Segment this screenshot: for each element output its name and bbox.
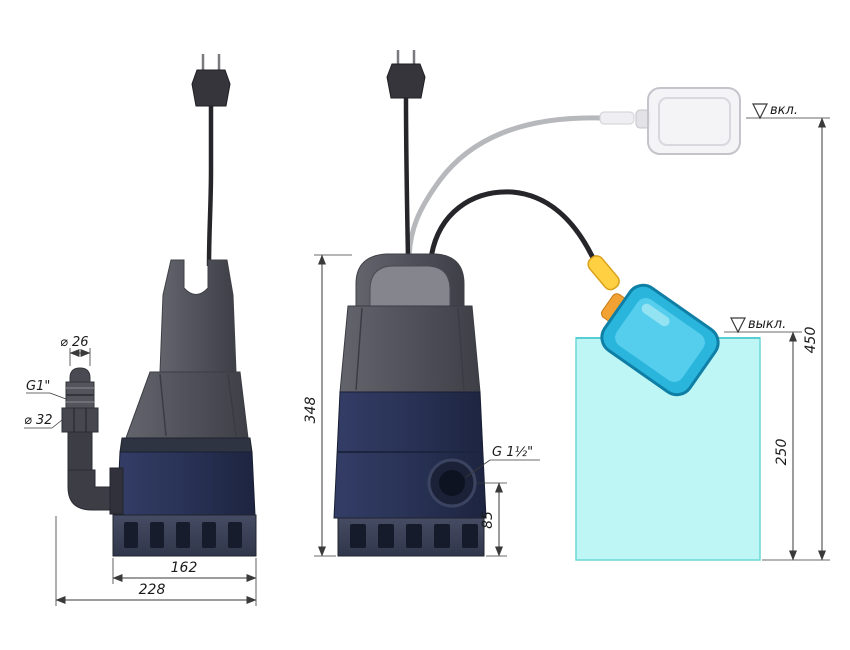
collar-band	[119, 437, 253, 453]
housing-seam	[227, 373, 237, 437]
pump-side-view	[61, 54, 257, 557]
power-cord	[403, 97, 411, 259]
plug-body	[386, 63, 426, 99]
float-body-group	[600, 283, 720, 397]
plug-body	[191, 69, 231, 107]
dimensions-side-view: ⌀ 26 G1" ⌀ 32 162 228	[24, 335, 257, 606]
handle-opening	[369, 265, 451, 309]
float-cable-black	[428, 189, 609, 280]
outlet-port-bore	[439, 470, 465, 496]
dimensions-front-view: 348 G 1½" 85	[303, 254, 540, 557]
pump-front-view	[333, 50, 487, 557]
cable-connector	[599, 111, 635, 125]
outlet-elbow-assembly	[61, 367, 124, 515]
dim-label-spout-nut: ⌀ 32	[24, 413, 53, 428]
float-body-ghost	[647, 87, 741, 155]
float-top-face	[615, 298, 705, 382]
float-switch-off-position	[587, 255, 720, 397]
housing-seam	[355, 307, 363, 391]
elbow-flange	[109, 467, 124, 515]
dim-label-outlet-height: 85	[480, 511, 496, 529]
float-switch-on-position	[599, 87, 741, 155]
level-label-off: выкл.	[748, 317, 786, 332]
dim-label-thread-g1: G1"	[26, 379, 50, 394]
housing-seam	[457, 307, 465, 391]
pump-handle-side	[159, 259, 237, 373]
level-markers-and-dims: вкл. выкл. 250 450	[724, 103, 830, 561]
housing-seam	[159, 373, 167, 437]
level-label-on: вкл.	[770, 103, 798, 118]
dim-label-base-width: 162	[171, 560, 198, 576]
float-highlight	[641, 303, 670, 327]
cable-sleeve-yellow	[587, 255, 620, 291]
fitting-nut	[61, 407, 99, 433]
dim-label-on-level: 450	[803, 327, 819, 354]
base-slots	[350, 524, 478, 548]
dim-label-outlet-thread: G 1½"	[492, 445, 533, 460]
level-triangle-on	[752, 103, 768, 120]
dim-label-spout-outer: ⌀ 26	[60, 335, 89, 350]
power-cord	[206, 106, 214, 267]
float-face-ghost	[658, 97, 731, 146]
dim-label-overall-width: 228	[139, 582, 166, 598]
hose-barb-tip	[69, 367, 91, 383]
pump-body-side	[116, 451, 256, 516]
dim-label-height: 348	[303, 397, 319, 424]
level-triangle-off	[730, 317, 746, 334]
elbow-riser	[67, 431, 93, 473]
dim-label-off-level: 250	[774, 439, 790, 466]
float-cable-gray	[406, 115, 603, 259]
base-slots	[124, 522, 242, 548]
